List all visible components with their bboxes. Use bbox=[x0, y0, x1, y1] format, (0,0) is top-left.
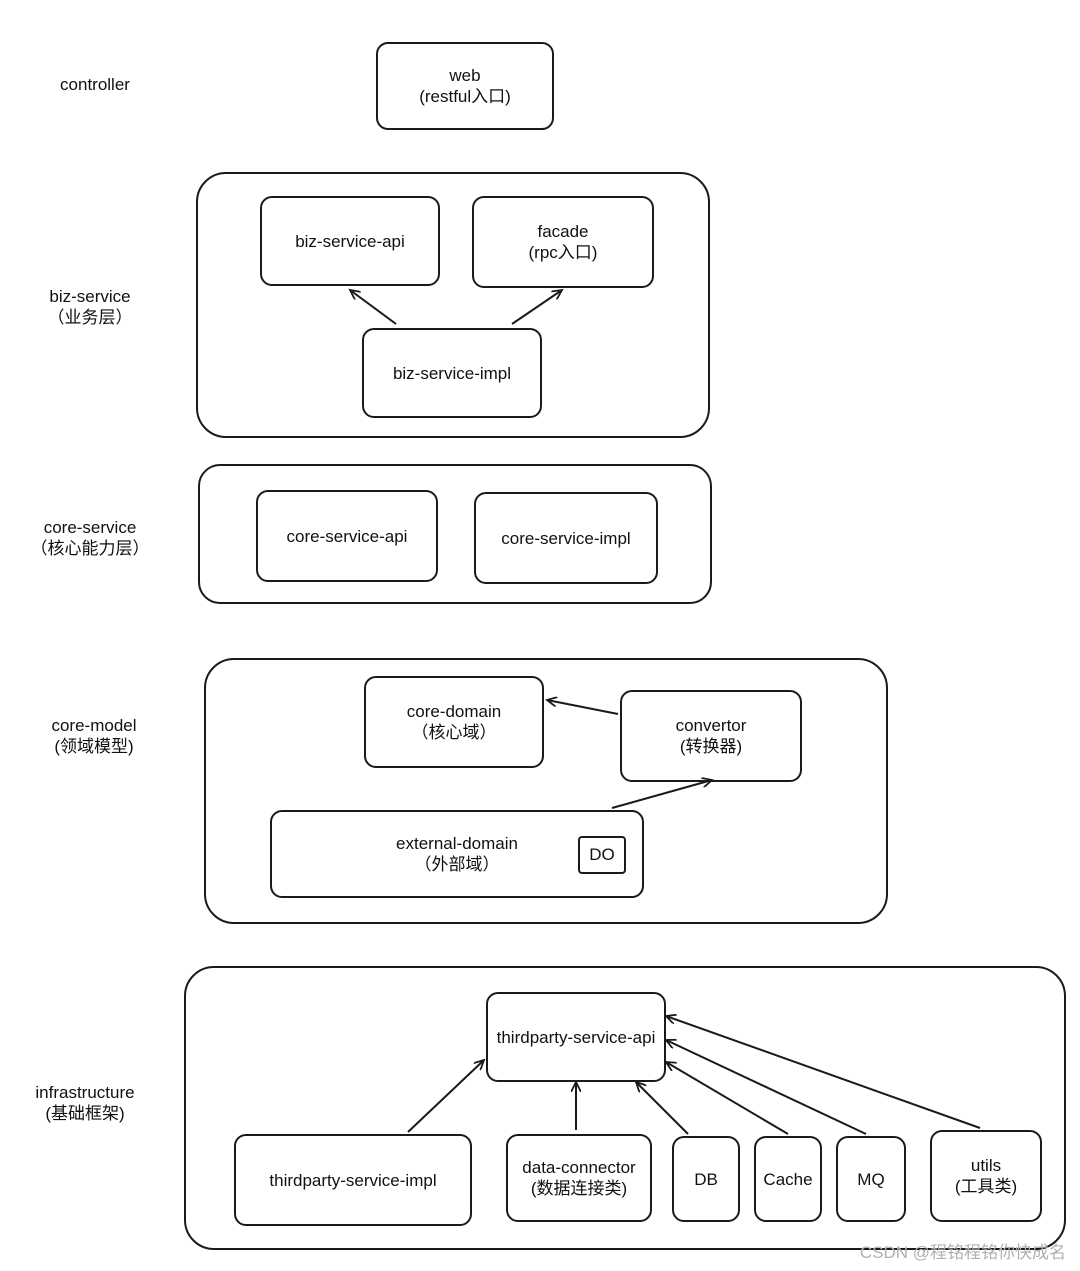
node-title: core-service-api bbox=[286, 526, 408, 546]
layer-label-controller: controller bbox=[40, 74, 150, 95]
cache-node: Cache bbox=[754, 1136, 822, 1222]
node-title: MQ bbox=[857, 1169, 885, 1189]
core-domain-node: core-domain （核心域） bbox=[364, 676, 544, 768]
node-subtitle: (转换器) bbox=[679, 737, 743, 756]
node-subtitle: （外部域） bbox=[414, 855, 500, 874]
layer-label-infrastructure: infrastructure (基础框架) bbox=[22, 1082, 148, 1124]
node-title: convertor bbox=[675, 716, 747, 735]
layer-name: controller bbox=[60, 75, 130, 94]
layer-desc: （业务层） bbox=[47, 308, 133, 327]
layer-label-biz-service: biz-service （业务层） bbox=[30, 286, 150, 328]
node-title: utils bbox=[970, 1156, 1002, 1175]
layer-label-core-model: core-model (领域模型) bbox=[34, 715, 154, 757]
node-subtitle: (数据连接类) bbox=[530, 1179, 628, 1198]
biz-service-group bbox=[196, 172, 710, 438]
facade-node: facade (rpc入口) bbox=[472, 196, 654, 288]
web-node: web (restful入口) bbox=[376, 42, 554, 130]
node-title: biz-service-impl bbox=[392, 363, 512, 383]
node-title: biz-service-api bbox=[295, 231, 405, 251]
thirdparty-service-api-node: thirdparty-service-api bbox=[486, 992, 666, 1082]
node-subtitle: (restful入口) bbox=[419, 87, 511, 106]
layer-desc: (领域模型) bbox=[54, 737, 134, 756]
node-title: web bbox=[449, 66, 481, 85]
data-connector-node: data-connector (数据连接类) bbox=[506, 1134, 652, 1222]
node-title: DO bbox=[589, 845, 615, 864]
do-node: DO bbox=[578, 836, 626, 874]
watermark: CSDN @程铭程铭你快成名 bbox=[859, 1243, 1066, 1262]
node-title: data-connector bbox=[522, 1158, 636, 1177]
core-model-group bbox=[204, 658, 888, 924]
node-subtitle: (rpc入口) bbox=[528, 243, 598, 262]
layer-label-core-service: core-service （核心能力层） bbox=[20, 517, 160, 559]
db-node: DB bbox=[672, 1136, 740, 1222]
layer-name: biz-service bbox=[49, 287, 131, 306]
core-service-api-node: core-service-api bbox=[256, 490, 438, 582]
node-title: thirdparty-service-impl bbox=[269, 1170, 437, 1190]
node-title: thirdparty-service-api bbox=[496, 1027, 656, 1047]
infrastructure-group bbox=[184, 966, 1066, 1250]
biz-service-impl-node: biz-service-impl bbox=[362, 328, 542, 418]
layer-name: core-service bbox=[43, 518, 137, 537]
node-title: external-domain bbox=[396, 834, 518, 853]
layer-name: core-model bbox=[51, 716, 137, 735]
node-title: Cache bbox=[763, 1169, 813, 1189]
convertor-node: convertor (转换器) bbox=[620, 690, 802, 782]
node-subtitle: (工具类) bbox=[954, 1177, 1018, 1196]
layer-desc: (基础框架) bbox=[45, 1104, 125, 1123]
node-title: facade bbox=[537, 222, 589, 241]
node-title: core-domain bbox=[406, 702, 502, 721]
layer-name: infrastructure bbox=[35, 1083, 135, 1102]
utils-node: utils (工具类) bbox=[930, 1130, 1042, 1222]
thirdparty-service-impl-node: thirdparty-service-impl bbox=[234, 1134, 472, 1226]
node-subtitle: （核心域） bbox=[411, 723, 497, 742]
core-service-group bbox=[198, 464, 712, 604]
core-service-impl-node: core-service-impl bbox=[474, 492, 658, 584]
mq-node: MQ bbox=[836, 1136, 906, 1222]
node-title: core-service-impl bbox=[501, 528, 631, 548]
layer-desc: （核心能力层） bbox=[30, 539, 150, 558]
biz-service-api-node: biz-service-api bbox=[260, 196, 440, 286]
node-title: DB bbox=[694, 1169, 718, 1189]
